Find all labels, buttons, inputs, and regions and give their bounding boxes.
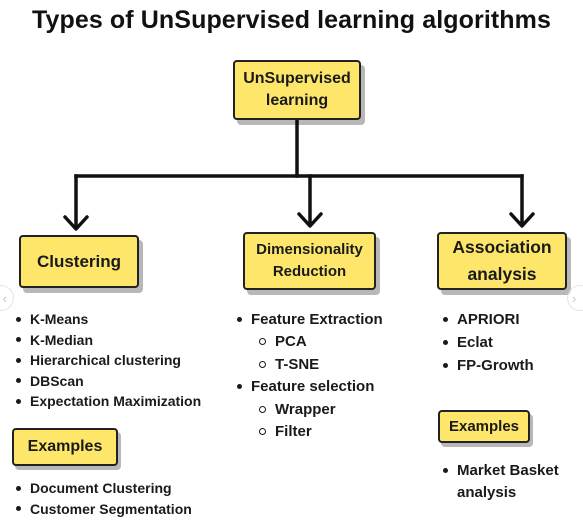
sub-list-item-label: Wrapper — [275, 400, 336, 418]
sub-list-item-label: Filter — [275, 423, 312, 441]
bullet-icon — [443, 468, 448, 473]
sub-list-item: Filter — [237, 421, 383, 444]
list-item-label: Customer Segmentation — [30, 500, 192, 517]
list-item: Market Basket analysis — [443, 460, 569, 501]
chevron-left-icon: ‹ — [2, 290, 7, 306]
sub-list-item: PCA — [237, 331, 383, 354]
hollow-bullet-icon — [259, 338, 266, 346]
dimensionality-reduction-line1: Dimensionality — [256, 241, 363, 258]
clustering-examples-node: Examples — [12, 428, 118, 466]
list-item: Eclat — [443, 331, 534, 354]
association-algorithm-list: APRIORI Eclat FP-Growth — [443, 308, 534, 377]
arrowhead-clustering — [63, 215, 89, 231]
association-line1: Association — [452, 237, 552, 257]
list-item: Hierarchical clustering — [16, 350, 201, 371]
sub-list-item: Wrapper — [237, 398, 383, 421]
list-item-label: DBScan — [30, 372, 84, 389]
root-node-line2: learning — [265, 92, 329, 109]
association-examples-label: Examples — [448, 418, 520, 435]
sub-list-item: T-SNE — [237, 353, 383, 376]
hollow-bullet-icon — [259, 428, 266, 436]
list-item: K-Means — [16, 309, 201, 330]
clustering-examples-list: Document Clustering Customer Segmentatio… — [16, 478, 192, 519]
list-item: K-Median — [16, 330, 201, 351]
bullet-icon — [16, 337, 21, 343]
arrowhead-association — [509, 212, 535, 228]
association-examples-list: Market Basket analysis — [443, 460, 569, 501]
list-item: Feature Extraction — [237, 308, 383, 331]
bullet-icon — [16, 506, 21, 512]
bullet-icon — [16, 485, 21, 491]
list-item: Customer Segmentation — [16, 499, 192, 520]
list-item: DBScan — [16, 371, 201, 392]
bullet-icon — [16, 316, 21, 322]
hollow-bullet-icon — [259, 360, 266, 368]
dimensionality-reduction-node: Dimensionality Reduction — [243, 232, 376, 290]
list-item-label: Document Clustering — [30, 480, 172, 497]
sub-list-item-label: PCA — [275, 333, 307, 351]
bullet-icon — [16, 357, 21, 363]
clustering-node: Clustering — [19, 235, 139, 288]
sub-list-item-label: T-SNE — [275, 355, 320, 373]
clustering-examples-label: Examples — [27, 438, 103, 455]
bullet-icon — [237, 384, 242, 390]
root-node-unsupervised-learning: UnSupervised learning — [233, 60, 361, 120]
list-item: Expectation Maximization — [16, 391, 201, 412]
dimensionality-reduction-line2: Reduction — [272, 263, 347, 280]
list-item-label: APRIORI — [457, 311, 520, 328]
bullet-icon — [443, 317, 448, 322]
association-examples-node: Examples — [438, 410, 530, 443]
list-item-label: FP-Growth — [457, 357, 534, 374]
list-item: Feature selection — [237, 376, 383, 399]
list-item-label: Eclat — [457, 334, 493, 351]
list-item-label: K-Means — [30, 311, 89, 328]
bullet-icon — [16, 378, 21, 384]
bullet-icon — [443, 340, 448, 345]
list-item: FP-Growth — [443, 354, 534, 377]
association-line2: analysis — [467, 264, 537, 284]
association-analysis-node: Association analysis — [437, 232, 567, 290]
list-item-label: Feature Extraction — [251, 310, 383, 328]
clustering-algorithm-list: K-Means K-Median Hierarchical clustering… — [16, 309, 201, 412]
list-item-label: K-Median — [30, 331, 93, 348]
list-item-label: Market Basket analysis — [457, 462, 559, 501]
root-node-line1: UnSupervised — [243, 70, 351, 87]
dimensionality-reduction-list: Feature Extraction PCA T-SNE Feature sel… — [237, 308, 383, 443]
bullet-icon — [237, 316, 242, 322]
list-item: Document Clustering — [16, 478, 192, 499]
list-item-label: Expectation Maximization — [30, 393, 202, 410]
list-item-label: Hierarchical clustering — [30, 352, 181, 369]
bullet-icon — [443, 363, 448, 368]
list-item-label: Feature selection — [251, 378, 375, 396]
chevron-right-icon: › — [572, 290, 577, 306]
arrowhead-dimensionality-reduction — [297, 212, 323, 228]
page-title: Types of UnSupervised learning algorithm… — [31, 6, 552, 34]
bullet-icon — [16, 398, 21, 404]
hollow-bullet-icon — [259, 405, 266, 413]
list-item: APRIORI — [443, 308, 534, 331]
clustering-label: Clustering — [36, 251, 122, 271]
